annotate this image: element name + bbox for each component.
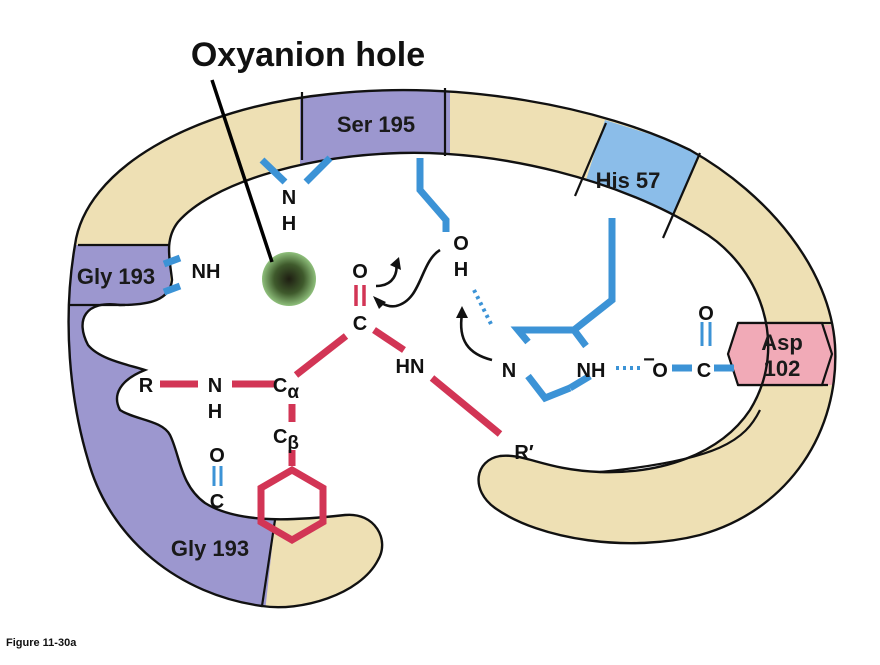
backbone-outline <box>67 89 837 609</box>
asp102-label-line2: 102 <box>764 356 801 381</box>
gly-nh-group: NH <box>192 261 221 283</box>
asp-o-top-atom: O <box>698 303 714 325</box>
carbonyl-o-atom: O <box>352 261 368 283</box>
his-n-atom: N <box>502 360 516 382</box>
atom-labels: N H NH O H O C R N H Cα Cβ O C HN R′ N N… <box>139 187 714 513</box>
c-alpha-atom: Cα <box>273 375 299 403</box>
enzyme-side-chain-bonds <box>162 155 734 486</box>
hn-group: HN <box>396 356 425 378</box>
asp-c-atom: C <box>697 360 711 382</box>
ser-o-atom: O <box>453 233 469 255</box>
c-beta-atom: Cβ <box>273 426 299 454</box>
his-nh-group: NH <box>577 360 606 382</box>
asp-o-minus-atom: O <box>652 360 668 382</box>
arrow-heads <box>373 257 468 318</box>
asp102-box <box>726 321 834 387</box>
oxyanion-hole-sphere <box>262 252 316 306</box>
gly193-upper-label: Gly 193 <box>77 264 155 289</box>
carbonyl-c-atom: C <box>353 313 367 335</box>
backbone-n-atom: N <box>208 375 222 397</box>
backbone-h-atom: H <box>208 401 222 423</box>
lower-o-atom: O <box>209 445 225 467</box>
arrow-n-to-h <box>459 313 493 362</box>
minus-charge: − <box>643 349 655 371</box>
ser-h-hydroxyl: H <box>454 259 468 281</box>
asp102-label-line1: Asp <box>761 330 803 355</box>
enzyme-backbone <box>67 88 837 609</box>
ser-h-atom: H <box>282 213 296 235</box>
gly193-lower-segment <box>68 305 275 608</box>
title-pointer-line <box>210 79 274 263</box>
lower-c-atom: C <box>210 491 224 513</box>
substrate-bonds <box>160 285 503 545</box>
arrow-carbonyl-to-o <box>375 263 398 288</box>
figure-title: Oxyanion hole <box>191 36 425 74</box>
gly193-lower-label: Gly 193 <box>171 536 249 561</box>
ser195-segment <box>300 90 450 175</box>
backbone-fill <box>68 90 836 608</box>
figure-caption: Figure 11-30a <box>6 637 77 649</box>
ser195-label: Ser 195 <box>337 112 415 137</box>
r-prime-group: R′ <box>514 442 533 464</box>
ser-n-atom: N <box>282 187 296 209</box>
hydrogen-bonds <box>472 289 644 370</box>
his57-label: His 57 <box>596 168 661 193</box>
arrow-oh-to-carbonyl <box>377 248 441 308</box>
r-group: R <box>139 375 154 397</box>
